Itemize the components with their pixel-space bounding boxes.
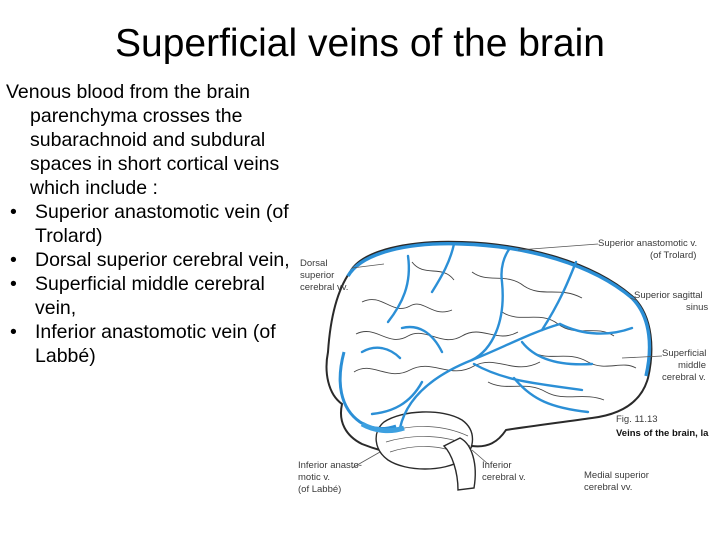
label-inferior-cerebral: Inferior (482, 460, 512, 471)
label-superficial: Superficial (662, 348, 706, 359)
label-dorsal-cerebral: cerebral vv. (300, 282, 348, 293)
label-middle: middle (678, 360, 706, 371)
slide-title: Superficial veins of the brain (115, 22, 605, 65)
bullet-dot: • (10, 249, 17, 271)
bullet-list: •Superior anastomotic vein (of Trolard) … (6, 200, 306, 368)
bullet-text: Inferior anastomotic vein (of Labbé) (35, 321, 276, 367)
label-medial-superior: Medial superior (584, 470, 649, 481)
label-dorsal-superior: superior (300, 270, 334, 281)
label-labbe: (of Labbé) (298, 484, 341, 495)
bullet-text: Superior anastomotic vein (of Trolard) (35, 201, 289, 247)
label-sinus: sinus (686, 302, 708, 313)
label-superior-anastomotic: Superior anastomotic v. (598, 238, 697, 249)
label-inferior-anastomotic: Inferior anasto- (298, 460, 362, 471)
label-dorsal: Dorsal (300, 258, 327, 269)
brainstem (442, 437, 476, 491)
bullet-item: • Dorsal superior cerebral vein, (6, 248, 306, 272)
label-medial-cerebral: cerebral vv. (584, 482, 632, 493)
bullet-dot: • (10, 273, 17, 295)
label-trolard: (of Trolard) (650, 250, 696, 261)
figure-caption: Veins of the brain, la (616, 428, 709, 439)
label-superior-sagittal: Superior sagittal (634, 290, 703, 301)
superficial-veins (360, 242, 634, 430)
intro-paragraph: Venous blood from the brain parenchyma c… (6, 81, 280, 199)
label-inferior-anastomotic-motic: motic v. (298, 472, 330, 483)
bullet-text: Superficial middle cerebral vein, (35, 273, 265, 319)
bullet-item: • Superior anastomotic vein (of Trolard) (6, 200, 306, 248)
label-middle-cerebral: cerebral v. (662, 372, 706, 383)
bullet-text: Dorsal superior cerebral vein, (35, 249, 290, 271)
brain-veins-figure: Superior anastomotic v. (of Trolard) Dor… (298, 238, 709, 495)
bullet-item: • Inferior anastomotic vein (of Labbé) (6, 320, 306, 368)
bullet-item: • Superficial middle cerebral vein, (6, 272, 306, 320)
bullet-dot: • (10, 201, 17, 223)
gyri (353, 261, 637, 401)
superior-sagittal-sinus (346, 242, 652, 377)
label-leaders (351, 243, 663, 469)
label-inferior-cerebral-v: cerebral v. (482, 472, 526, 483)
bullet-dot: • (10, 321, 17, 343)
figure-number: Fig. 11.13 (616, 414, 658, 425)
transverse-sinus (360, 421, 405, 434)
slide-body: Venous blood from the brain parenchyma c… (6, 80, 306, 368)
brain-outline (325, 240, 653, 462)
